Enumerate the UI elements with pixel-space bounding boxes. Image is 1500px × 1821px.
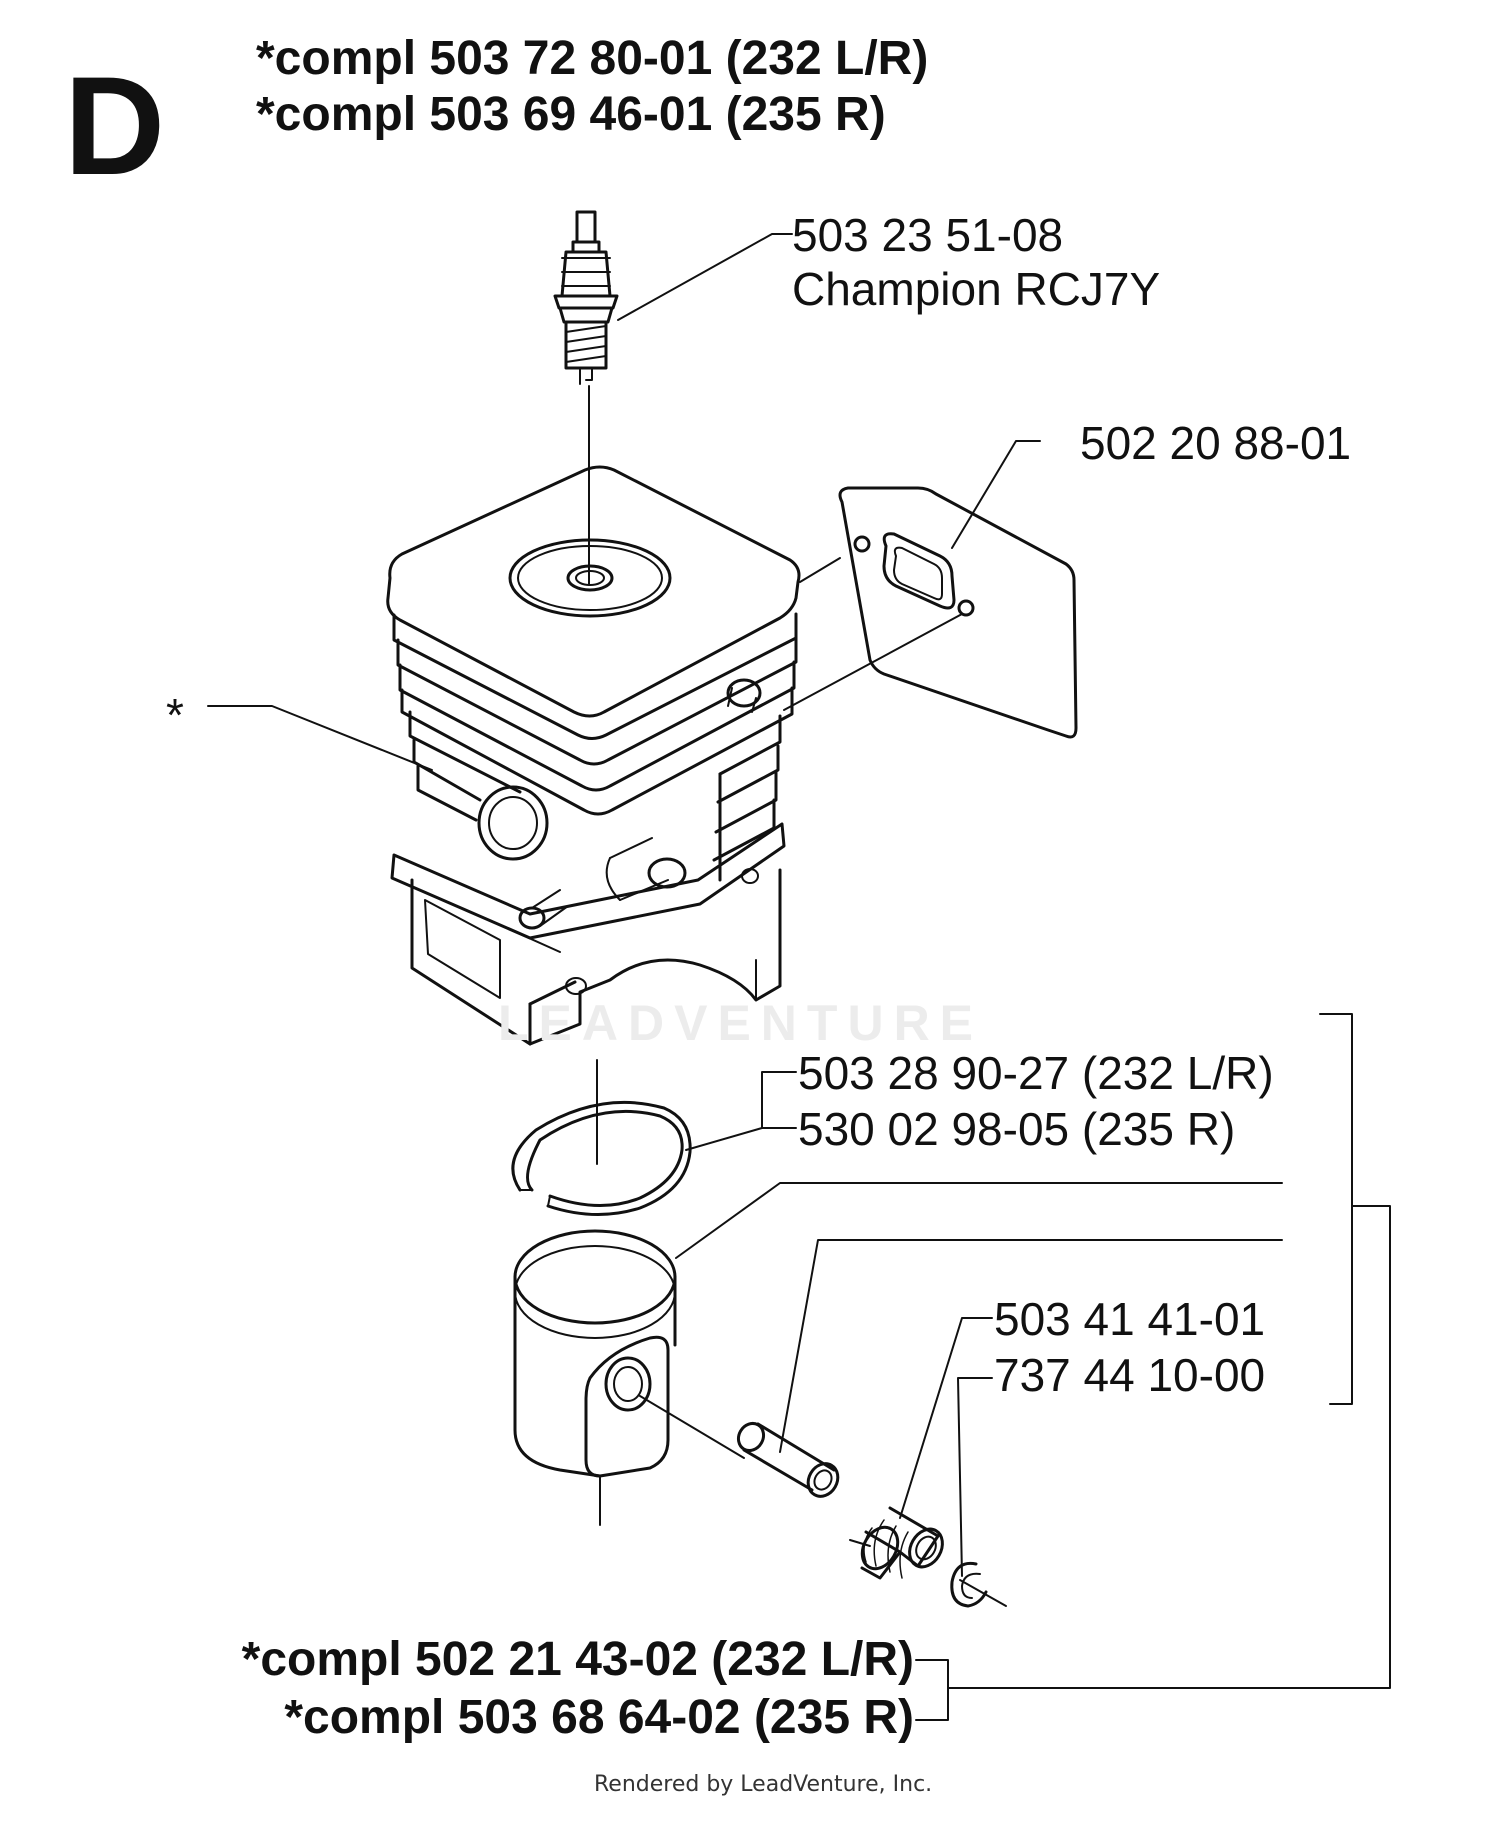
piston-compl-line2: *compl 503 68 64-02 (235 R) [284, 1691, 914, 1744]
piston-ring-icon [511, 1100, 692, 1216]
piston-ring-part-235: 530 02 98-05 (235 R) [798, 1103, 1236, 1155]
circlip-part-number: 737 44 10-00 [994, 1349, 1266, 1401]
cylinder-icon [386, 465, 801, 1046]
circlip-icon [950, 1561, 988, 1608]
gasket-icon [838, 486, 1078, 739]
spark-plug-part-number: 503 23 51-08 [792, 209, 1064, 261]
spark-plug-part-name: Champion RCJ7Y [792, 263, 1161, 315]
spark-plug-icon [553, 210, 619, 385]
piston-icon [513, 1229, 677, 1526]
watermark: LEADVENTURE [498, 995, 984, 1051]
needle-bearing-part-number: 503 41 41-01 [994, 1293, 1266, 1345]
cylinder-marker: * [166, 689, 184, 741]
header-compl-line2: *compl 503 69 46-01 (235 R) [256, 88, 886, 141]
piston-pin-icon [736, 1421, 840, 1498]
header-compl-line1: *compl 503 72 80-01 (232 L/R) [256, 32, 929, 85]
gasket-part-number: 502 20 88-01 [1080, 417, 1352, 469]
piston-ring-part-232: 503 28 90-27 (232 L/R) [798, 1047, 1274, 1099]
rendered-by-credit: Rendered by LeadVenture, Inc. [594, 1772, 933, 1797]
section-letter: D [64, 47, 166, 204]
needle-bearing-icon [860, 1506, 944, 1580]
piston-compl-line1: *compl 502 21 43-02 (232 L/R) [241, 1633, 914, 1686]
